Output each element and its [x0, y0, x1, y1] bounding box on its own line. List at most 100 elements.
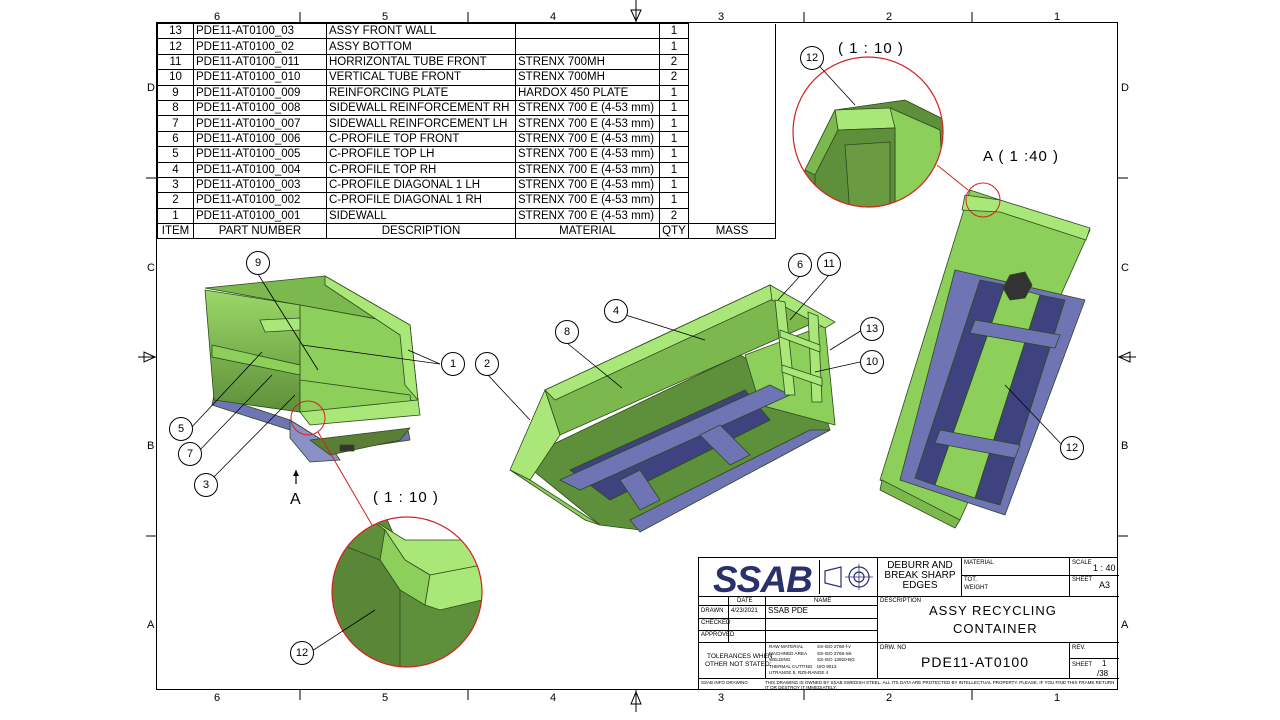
material-label: MATERIAL [964, 560, 994, 566]
tolerance-key: UTRANGE 5, RZ5-RANGE 4 [769, 670, 829, 676]
zone-right-d: D [1121, 82, 1129, 94]
scale-value: 1 : 40 [1093, 563, 1116, 573]
zone-left-d: D [147, 82, 155, 94]
bom-cell-mass [688, 115, 776, 132]
part-balloon: 8 [555, 320, 579, 344]
part-balloon: 9 [246, 251, 270, 275]
detail-circle-left [290, 400, 326, 436]
part-balloon: 1 [441, 352, 465, 376]
zone-left-a: A [147, 619, 155, 631]
sheet-total: /38 [1097, 669, 1109, 678]
tolerance-value: SS-ISO 13920-BG [817, 657, 855, 663]
tolerance-key: THERMAL CUTTING [769, 663, 813, 669]
drawn-date: 4/23/2021 [731, 608, 758, 614]
view-a-label: A [290, 491, 301, 508]
bom-cell-material: STRENX 700 E (4-53 mm) [515, 161, 660, 178]
detail-leader-bottom [317, 431, 373, 526]
bom-cell-mass [688, 85, 776, 101]
bom-cell-material: STRENX 700 E (4-53 mm) [515, 115, 660, 132]
tolerance-row: UTRANGE 5, RZ5-RANGE 4 [769, 670, 879, 675]
part-balloon: 2 [475, 352, 499, 376]
bom-cell-desc: SIDEWALL REINFORCEMENT LH [326, 115, 516, 132]
sheet-size: A3 [1099, 580, 1111, 590]
part-balloon: 12 [800, 46, 824, 70]
title-block: SSAB DEBURR AND BREAK SHARP EDGES MATERI… [698, 557, 1119, 690]
bom-cell-mass [688, 177, 776, 193]
sheet-size-label: SHEET [1072, 577, 1093, 583]
bom-cell-desc: SIDEWALL [326, 207, 516, 225]
zone-top-3: 3 [718, 11, 725, 23]
tot-label: TOT. [964, 577, 977, 583]
detail-circle-bottom-outline [331, 516, 483, 668]
part-balloon: 10 [860, 350, 884, 374]
zone-top-4: 4 [550, 11, 557, 23]
date-label: DATE [737, 598, 753, 604]
bom-cell-mass [688, 162, 776, 178]
detail-view-bottom [332, 517, 482, 667]
zone-bottom-3: 3 [718, 692, 725, 704]
approved-label: APPROVED [701, 632, 735, 638]
iso-view-middle [509, 284, 836, 533]
drawn-name: SSAB PDE [768, 606, 809, 615]
bom-cell-mass [688, 54, 776, 70]
bom-cell-material: STRENX 700MH [515, 69, 660, 86]
bom-cell-mass [688, 146, 776, 163]
bom-cell-part: PDE11-AT0100_009 [193, 84, 327, 101]
part-balloon: 4 [604, 299, 628, 323]
bom-header-qty: QTY [659, 223, 689, 240]
view-a-arrowhead [293, 470, 299, 476]
part-balloon: 13 [860, 317, 884, 341]
bom-cell-material: STRENX 700 E (4-53 mm) [515, 99, 660, 117]
iso-view-right [879, 189, 1091, 529]
center-arrow-left [143, 351, 157, 363]
bom-cell-material: STRENX 700MH [515, 53, 660, 71]
bom-cell-mass [688, 208, 776, 224]
bom-cell-part: PDE11-AT0100_010 [193, 69, 327, 86]
description-line1: ASSY RECYCLING [929, 603, 1057, 618]
bom-cell-material: STRENX 700 E (4-53 mm) [515, 192, 660, 209]
part-balloon: 7 [178, 442, 202, 466]
bom-cell-desc: C-PROFILE DIAGONAL 1 RH [326, 192, 516, 209]
iso-view-left [204, 275, 421, 463]
part-balloon: 12 [290, 641, 314, 665]
bom-header-item: ITEM [157, 223, 194, 240]
bom-header-mass: MASS [688, 223, 776, 240]
bom-cell-material: HARDOX 450 PLATE [515, 84, 660, 101]
bom-cell-mass [688, 23, 776, 39]
checked-label: CHECKED [701, 620, 731, 626]
zone-top-2: 2 [886, 11, 893, 23]
part-balloon: 5 [169, 417, 193, 441]
zone-bottom-1: 1 [1054, 692, 1061, 704]
zone-top-6: 6 [214, 11, 221, 23]
tolerance-value: SS-ISO 2768-mk [817, 650, 852, 656]
bom-cell-qty: 1 [659, 99, 689, 117]
bom-cell-material: STRENX 700 E (4-53 mm) [515, 207, 660, 225]
drawing-frame [156, 22, 1118, 690]
name-label: NAME [814, 598, 832, 604]
scale-label: SCALE [1072, 560, 1092, 566]
sheet-number: 1 [1102, 659, 1107, 668]
detail-top-scale: ( 1 : 10 ) [838, 40, 904, 57]
bom-cell-part: PDE11-AT0100_007 [193, 115, 327, 132]
rev-label: REV. [1072, 645, 1086, 651]
deburr-note-line2: BREAK SHARP [884, 570, 956, 581]
bom-cell-desc: SIDEWALL REINFORCEMENT RH [326, 99, 516, 117]
bom-cell-desc: REINFORCING PLATE [326, 84, 516, 101]
view-a-scale: A ( 1 :40 ) [983, 148, 1060, 165]
zone-right-a: A [1121, 619, 1129, 631]
ssab-logo: SSAB [713, 559, 813, 600]
zone-bottom-6: 6 [214, 692, 221, 704]
center-arrow-bottom [630, 690, 642, 705]
deburr-note-line3: EDGES [902, 580, 938, 591]
